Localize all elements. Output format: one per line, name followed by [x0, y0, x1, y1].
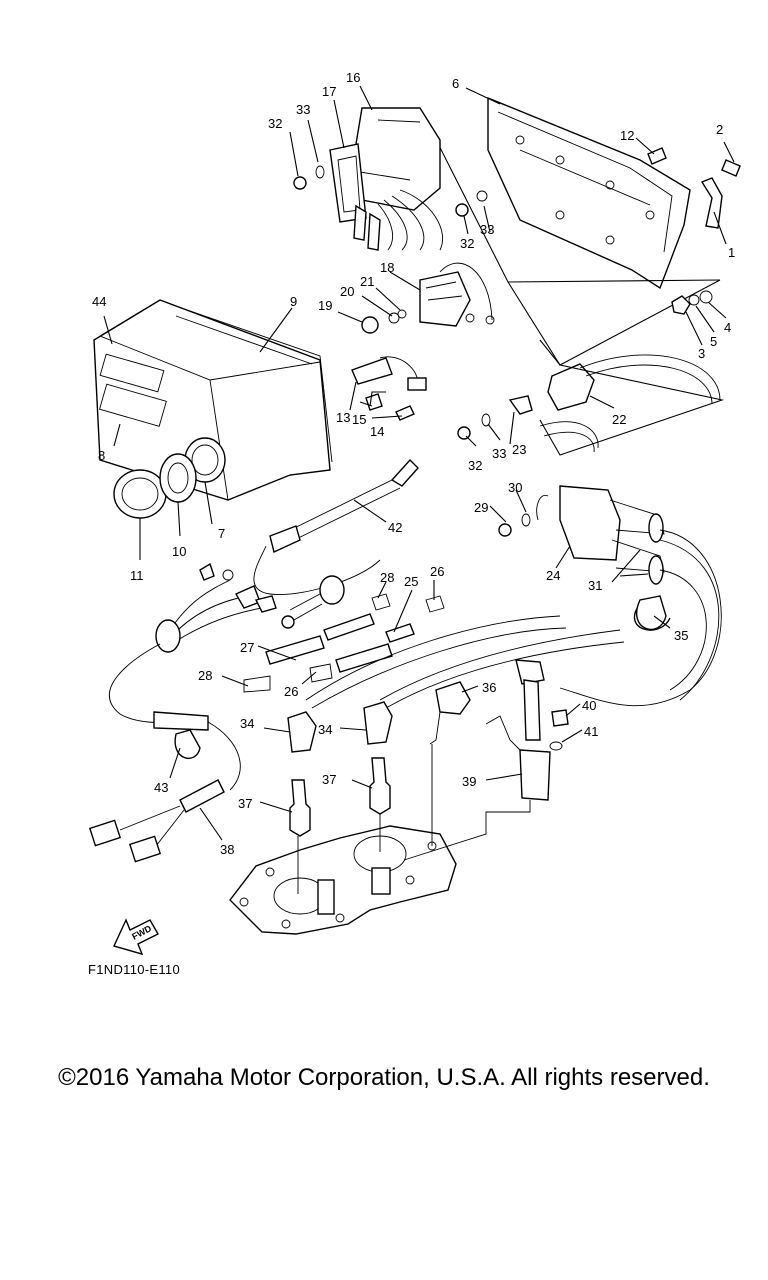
callout-1: 1	[728, 245, 735, 260]
callout-28-lower: 28	[198, 668, 212, 683]
callout-41: 41	[584, 724, 598, 739]
callout-35: 35	[674, 628, 688, 643]
callout-19: 19	[318, 298, 332, 313]
callout-16: 16	[346, 70, 360, 85]
callout-10: 10	[172, 544, 186, 559]
callout-30: 30	[508, 480, 522, 495]
copyright-notice: ©2016 Yamaha Motor Corporation, U.S.A. A…	[58, 1064, 710, 1091]
callout-2: 2	[716, 122, 723, 137]
callout-43: 43	[154, 780, 168, 795]
callout-26-upper: 26	[430, 564, 444, 579]
callout-4: 4	[724, 320, 731, 335]
callout-9: 9	[290, 294, 297, 309]
callout-37-left: 37	[238, 796, 252, 811]
callout-33-lower: 33	[492, 446, 506, 461]
callout-14: 14	[370, 424, 384, 439]
callout-29: 29	[474, 500, 488, 515]
bracket-6	[487, 96, 691, 290]
callout-18: 18	[380, 260, 394, 275]
callout-33-middle: 33	[480, 222, 494, 237]
callout-37-right: 37	[322, 772, 336, 787]
cylinder-head	[229, 825, 457, 935]
callout-11: 11	[130, 568, 144, 583]
callout-15: 15	[352, 412, 366, 427]
callout-33-top: 33	[296, 102, 310, 117]
callout-38: 38	[220, 842, 234, 857]
callout-5: 5	[710, 334, 717, 349]
callout-36: 36	[482, 680, 496, 695]
callout-44: 44	[92, 294, 106, 309]
callout-28-upper: 28	[380, 570, 394, 585]
ignition-coil-24	[536, 485, 665, 585]
callout-17: 17	[322, 84, 336, 99]
callout-32-top: 32	[268, 116, 282, 131]
diagram-code: F1ND110-E110	[88, 962, 180, 977]
fwd-arrow: FWD	[113, 918, 159, 956]
callout-22: 22	[612, 412, 626, 427]
cover-8	[93, 299, 331, 501]
callout-21: 21	[360, 274, 374, 289]
callout-3: 3	[698, 346, 705, 361]
callout-31: 31	[588, 578, 602, 593]
callout-12: 12	[620, 128, 634, 143]
callouts: 1 2 3 4 5 6 7 8 9 10 11 12 13 14 15 16 1…	[92, 70, 735, 857]
callout-6: 6	[452, 76, 459, 91]
callout-34-right: 34	[318, 722, 332, 737]
callout-23: 23	[512, 442, 526, 457]
callout-42: 42	[388, 520, 402, 535]
callout-13: 13	[336, 410, 350, 425]
callout-39: 39	[462, 774, 476, 789]
relay-18	[419, 262, 495, 327]
callout-40: 40	[582, 698, 596, 713]
callout-20: 20	[340, 284, 354, 299]
callout-8: 8	[98, 448, 105, 463]
callout-24: 24	[546, 568, 560, 583]
callout-25: 25	[404, 574, 418, 589]
callout-34-left: 34	[240, 716, 254, 731]
callout-7: 7	[218, 526, 225, 541]
callout-32-middle: 32	[460, 236, 474, 251]
callout-26-lower: 26	[284, 684, 298, 699]
callout-27: 27	[240, 640, 254, 655]
module-16	[329, 107, 444, 251]
parts-diagram: FWD	[88, 70, 741, 956]
callout-32-lower: 32	[468, 458, 482, 473]
